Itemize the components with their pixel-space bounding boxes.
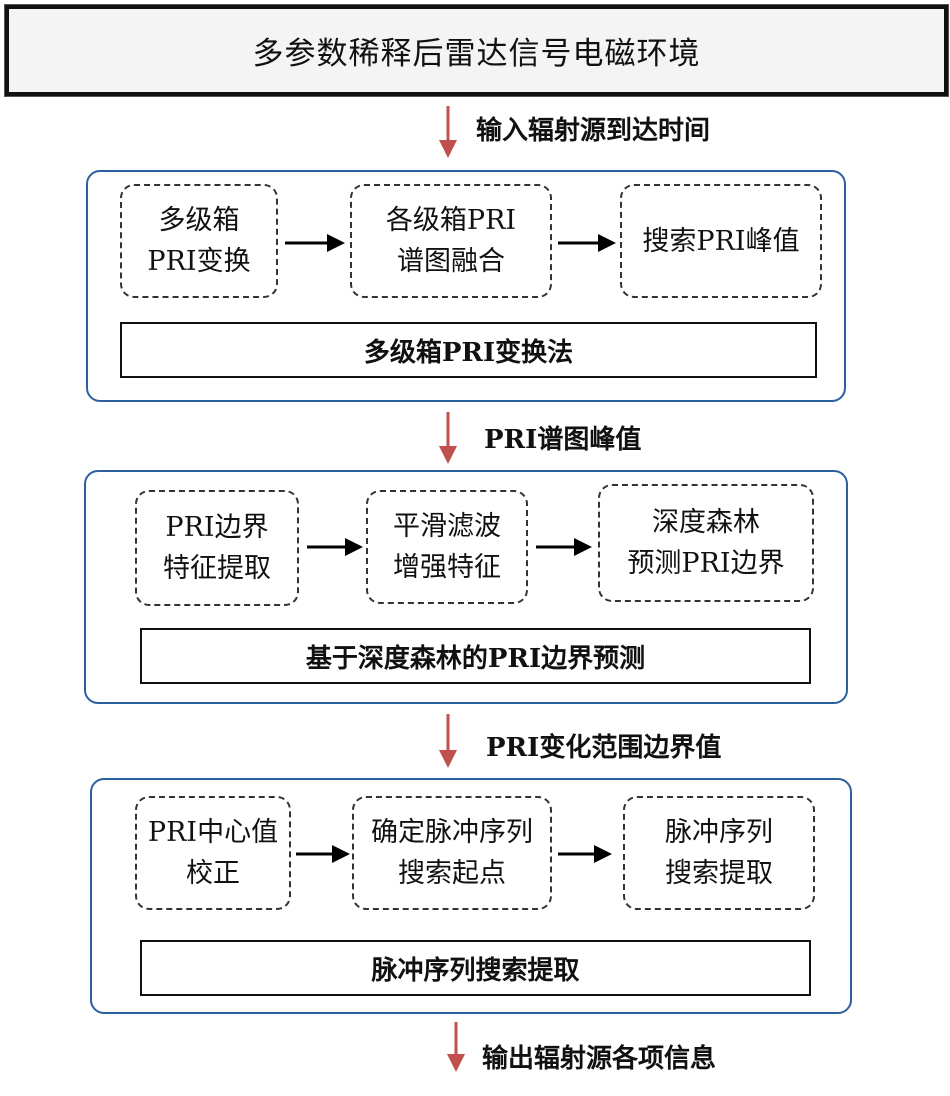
- stage2-step-1: PRI边界 特征提取: [135, 490, 299, 606]
- stage1-step-3: 搜索PRI峰值: [620, 184, 822, 298]
- stage1-step-2: 各级箱PRI 谱图融合: [350, 184, 552, 298]
- step-arrow-right-icon: [558, 845, 612, 863]
- stage3-step-2: 确定脉冲序列 搜索起点: [352, 796, 552, 910]
- flow-label-pri-peak: PRI谱图峰值: [484, 425, 642, 455]
- flow-label-output: 输出辐射源各项信息: [482, 1044, 717, 1074]
- stage2-method-bar: 基于深度森林的PRI边界预测: [140, 628, 811, 684]
- stage3-method-bar: 脉冲序列搜索提取: [140, 940, 811, 996]
- step-arrow-right-icon: [558, 234, 616, 252]
- stage1-method-bar: 多级箱PRI变换法: [120, 322, 817, 378]
- stage2-step-3: 深度森林 预测PRI边界: [598, 484, 814, 602]
- system-title: 多参数稀释后雷达信号电磁环境: [252, 36, 701, 72]
- step-arrow-right-icon: [285, 234, 345, 252]
- flow-label-input: 输入辐射源到达时间: [476, 116, 711, 146]
- flow-arrow-down-icon: [447, 1022, 465, 1072]
- flow-arrow-down-icon: [439, 106, 457, 158]
- step-arrow-right-icon: [296, 845, 350, 863]
- step-arrow-right-icon: [307, 538, 363, 556]
- stage1-step-1: 多级箱 PRI变换: [120, 184, 278, 298]
- system-title-banner: 多参数稀释后雷达信号电磁环境: [5, 5, 948, 96]
- flow-arrow-down-icon: [439, 412, 457, 464]
- stage3-step-1: PRI中心值 校正: [135, 796, 291, 910]
- flow-arrow-down-icon: [439, 714, 457, 768]
- stage2-step-2: 平滑滤波 增强特征: [366, 490, 528, 604]
- stage3-step-3: 脉冲序列 搜索提取: [623, 796, 815, 910]
- flow-label-pri-range: PRI变化范围边界值: [486, 733, 722, 763]
- step-arrow-right-icon: [536, 538, 592, 556]
